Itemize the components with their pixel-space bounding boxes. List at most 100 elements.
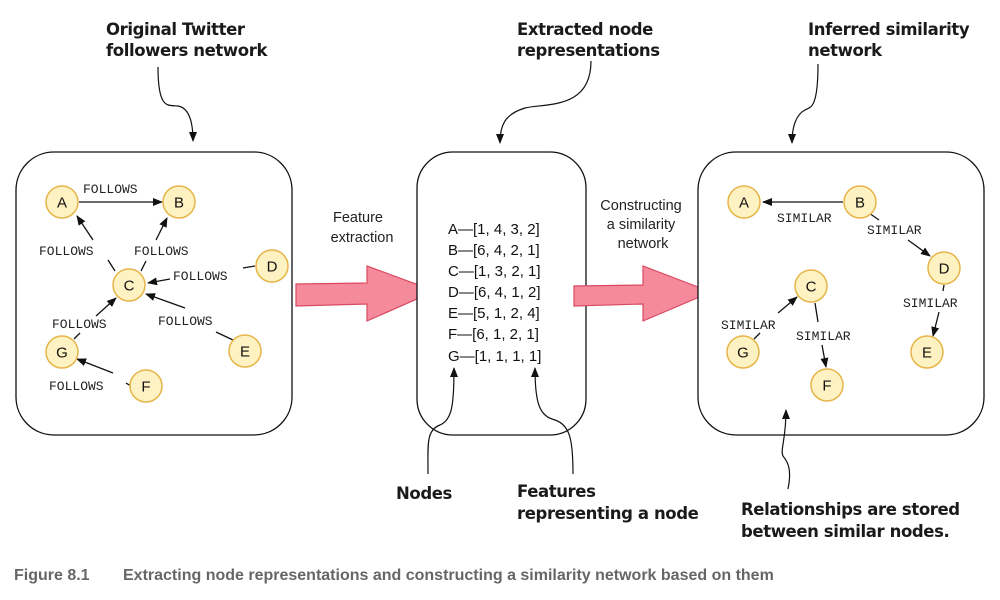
edge-c-follows-b-tail [140,260,147,272]
callout-relationships-line2: between similar nodes. [741,522,949,541]
step-constructing-line2: a similarity [607,217,676,233]
edge-d-follows-c-tail [242,265,256,269]
figure-caption-text: Extracting node representations and cons… [123,567,774,584]
callout-inferred-network: Inferred similarity network [788,20,970,144]
callout-arrow-nodes [427,367,458,475]
callout-arrow-relationships [781,409,791,490]
node-label: C [806,279,817,296]
callout-relationships-line1: Relationships are stored [741,500,960,519]
edge-label-e-c: FOLLOWS [158,314,213,329]
feature-row-c: C—[1, 3, 2, 1] [448,263,541,280]
step-constructing-line3: network [618,236,670,252]
edge-label-b-d: SIMILAR [867,223,922,238]
follower-node-g: G [45,335,79,369]
follower-node-e: E [228,334,262,368]
followers-nodes: A B C D E F G [45,185,289,403]
edge-g-similar-c-tail [753,332,761,340]
edge-c-follows-b [155,217,168,241]
feature-list: A—[1, 4, 3, 2] B—[6, 4, 2, 1] C—[1, 3, 2… [448,221,541,365]
similar-node-d: D [927,251,961,285]
edge-e-follows-c [145,293,186,309]
edge-d-similar-e-tail [942,284,945,292]
edge-e-follows-c-tail [215,331,234,341]
feature-row-a: A—[1, 4, 3, 2] [448,221,540,238]
edge-g-follows-c [95,297,117,317]
node-label: C [124,278,135,295]
edge-d-follows-c [147,277,171,286]
callout-features-line1: Features [517,482,596,501]
node-label: G [56,345,68,362]
callout-features: Features representing a node [517,367,699,523]
similarity-nodes: A B C D E F G [726,185,961,402]
similar-node-a: A [727,185,761,219]
similar-node-b: B [843,185,877,219]
similar-node-c: C [794,269,828,303]
edge-label-b-a: SIMILAR [777,211,832,226]
node-label: E [922,345,932,362]
callout-extracted-representations: Extracted node representations [496,20,661,144]
follower-node-a: A [45,185,79,219]
callout-original-network: Original Twitter followers network [106,20,269,142]
figure-number: Figure 8.1 [14,567,90,584]
feature-extraction-arrow [295,265,437,322]
edge-c-similar-f [820,344,829,368]
edge-b-similar-d [907,239,931,257]
callout-features-line2: representing a node [517,504,699,523]
callout-arrow-features [531,367,574,475]
edge-f-follows-g [76,358,114,374]
follower-node-c: C [112,268,146,302]
feature-row-e: E—[5, 1, 2, 4] [448,305,540,322]
edge-d-similar-e [931,311,940,337]
edge-label-f-g: FOLLOWS [49,379,104,394]
callout-original-line1: Original Twitter [106,20,246,39]
constructing-network-arrow [573,265,713,322]
node-label: E [240,344,250,361]
figure-caption: Figure 8.1 Extracting node representatio… [14,567,774,584]
edge-label-g-c: FOLLOWS [52,317,107,332]
callout-arrow-extracted [496,60,592,144]
edge-c-follows-a-tail [107,259,116,272]
feature-row-b: B—[6, 4, 2, 1] [448,242,540,259]
callout-nodes-label: Nodes [396,484,453,503]
node-label: A [739,195,749,212]
follower-node-f: F [129,369,163,403]
node-label: F [822,378,831,395]
edge-c-follows-a [76,215,94,241]
edge-label-c-b: FOLLOWS [134,244,189,259]
node-label: D [939,261,950,278]
followers-edges: FOLLOWS FOLLOWS FOLLOWS FOLLOWS FOLLOWS … [39,182,256,394]
callout-arrow-original [157,66,197,142]
callout-extracted-line1: Extracted node [517,20,653,39]
callout-extracted-line2: representations [517,41,660,60]
follower-node-d: D [255,249,289,283]
callout-nodes: Nodes [396,367,458,503]
edge-label-g-c: SIMILAR [721,318,776,333]
edge-c-similar-f-tail [814,302,819,323]
step-constructing-line1: Constructing [600,198,681,214]
similar-node-g: G [726,335,760,369]
edge-g-follows-c-tail [73,332,81,340]
node-label: F [141,379,150,396]
similar-node-e: E [910,335,944,369]
edge-g-similar-c [777,296,798,314]
feature-row-g: G—[1, 1, 1, 1] [448,348,541,365]
similarity-edges: SIMILAR SIMILAR SIMILAR SIMILAR SIMILAR [721,198,958,368]
similarity-network-panel [697,151,985,436]
node-label: D [267,259,278,276]
callout-inferred-line1: Inferred similarity [808,20,970,39]
edge-label-d-e: SIMILAR [903,296,958,311]
node-label: A [57,195,67,212]
edge-label-a-b: FOLLOWS [83,182,138,197]
edge-label-d-c: FOLLOWS [173,269,228,284]
similar-node-f: F [810,368,844,402]
callout-arrow-inferred [788,63,819,144]
feature-row-f: F—[6, 1, 2, 1] [448,326,539,343]
step-feature-extraction-line1: Feature [333,210,383,226]
feature-row-d: D—[6, 4, 1, 2] [448,284,541,301]
edge-label-c-f: SIMILAR [796,329,851,344]
callout-original-line2: followers network [106,41,268,60]
follower-node-b: B [162,185,196,219]
step-feature-extraction-line2: extraction [331,230,394,246]
node-label: G [737,345,749,362]
